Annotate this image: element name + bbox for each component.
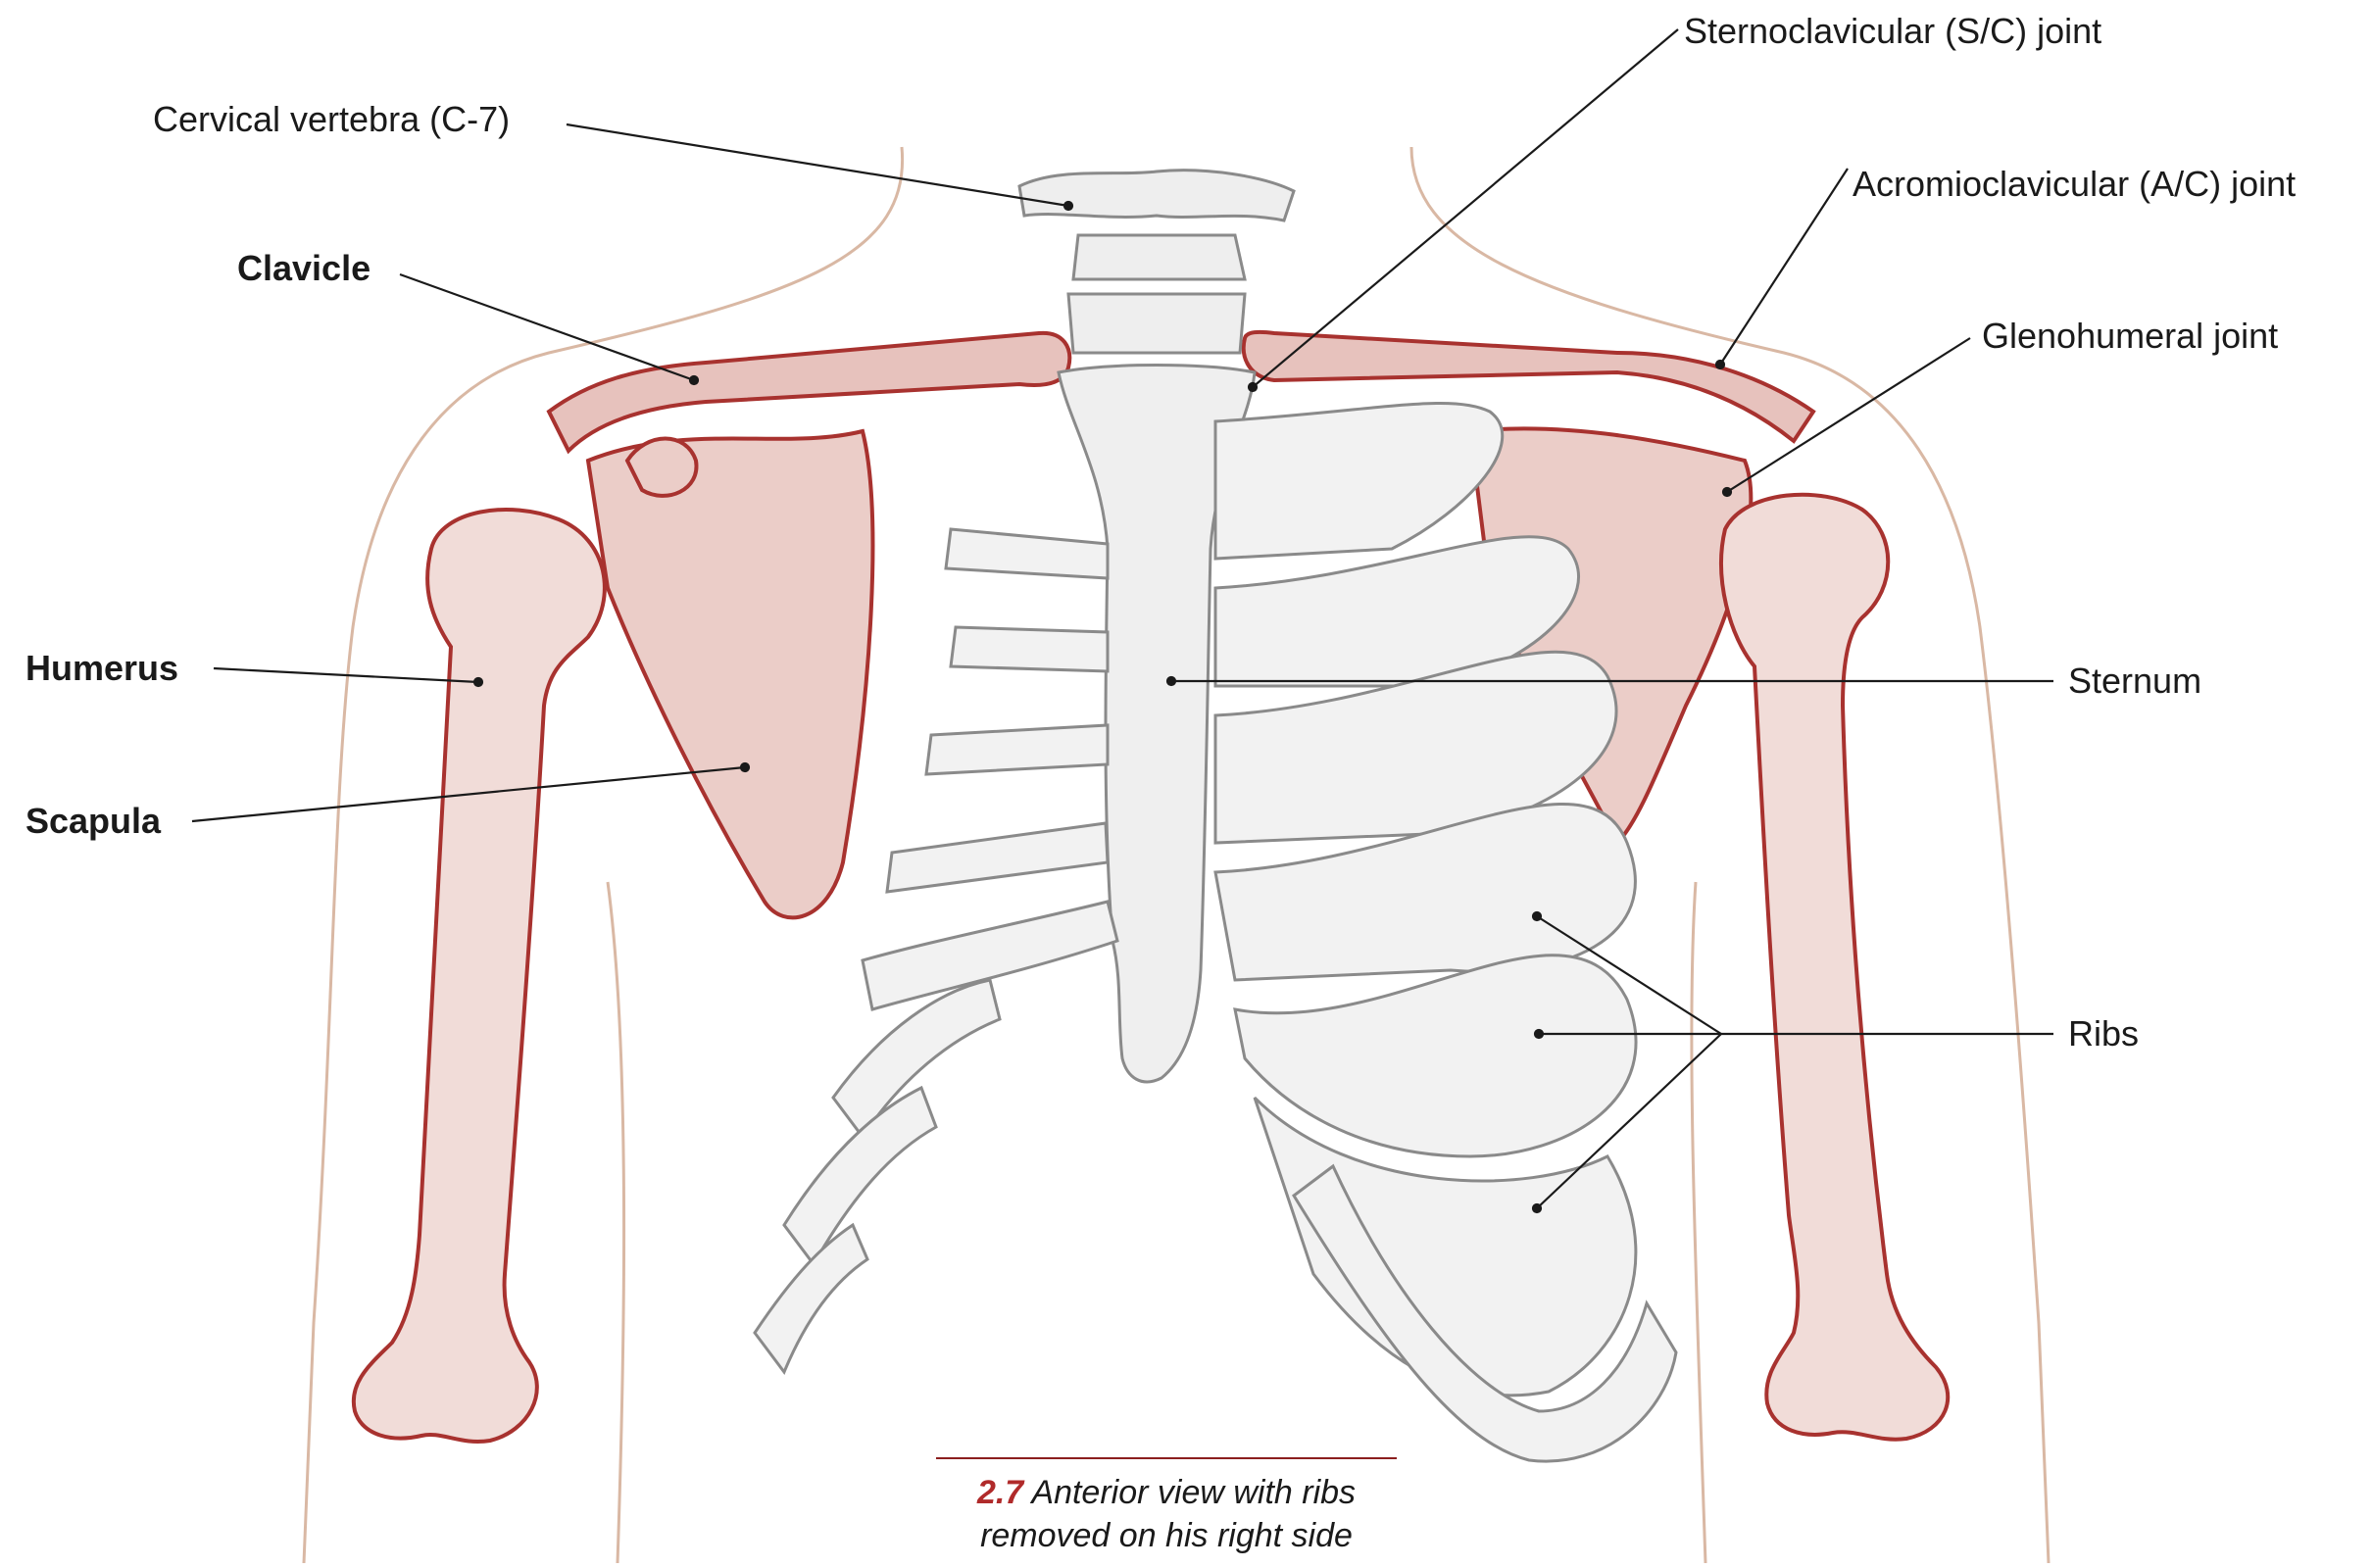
label-humerus: Humerus <box>25 651 178 686</box>
caption-line-2: removed on his right side <box>936 1514 1397 1557</box>
leader-sternoclavicular <box>1253 29 1678 387</box>
label-acromioclavicular: Acromioclavicular (A/C) joint <box>1853 167 2296 202</box>
left-clavicle <box>549 333 1069 451</box>
label-cervical-vertebra: Cervical vertebra (C-7) <box>153 102 510 137</box>
label-sternoclavicular: Sternoclavicular (S/C) joint <box>1684 14 2101 49</box>
caption-line-1: 2.7 Anterior view with ribs <box>936 1471 1397 1514</box>
leader-acromioclavicular <box>1720 169 1848 365</box>
figure-caption: 2.7 Anterior view with ribs removed on h… <box>936 1457 1397 1557</box>
cervical-vertebrae <box>1019 171 1294 353</box>
label-ribs: Ribs <box>2068 1016 2139 1052</box>
label-scapula: Scapula <box>25 804 161 839</box>
figure-number: 2.7 <box>977 1474 1023 1511</box>
caption-text-1: Anterior view with ribs <box>1031 1474 1356 1511</box>
right-humerus <box>1721 495 1948 1440</box>
label-clavicle: Clavicle <box>237 251 371 286</box>
leader-cervical <box>567 124 1068 206</box>
left-humerus <box>354 510 605 1442</box>
label-glenohumeral: Glenohumeral joint <box>1982 318 2278 354</box>
ribs <box>755 403 1676 1461</box>
label-sternum: Sternum <box>2068 663 2201 699</box>
left-scapula <box>588 431 872 917</box>
